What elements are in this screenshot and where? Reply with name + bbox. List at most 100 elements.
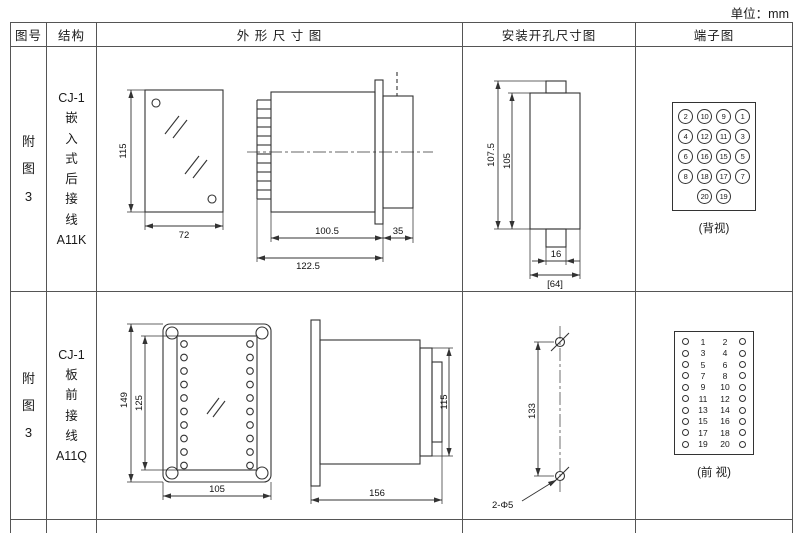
header-terminal: 端子图 [636, 23, 792, 47]
mounting-drawing-a11q: 133 2-Φ5 [492, 325, 570, 511]
cell-row2-terminal: 1 2 3 4 5 6 [636, 292, 792, 520]
outline-drawing-a11k: 115 72 100.5 122.5 35 [118, 72, 433, 272]
cell-stub-3 [97, 520, 463, 533]
dim-bezel-depth: 35 [392, 226, 403, 237]
terminal-circle: 2 [678, 109, 693, 124]
terminal-block-rear: 2 10 9 1 4 12 11 3 6 16 15 [672, 102, 756, 211]
terminal-number: 3 [700, 348, 706, 359]
fig-no-row2: 附 图 3 [21, 370, 35, 441]
terminal-ring-icon [739, 338, 746, 346]
dim-width: 105 [209, 484, 225, 495]
terminal-number: 5 [700, 359, 706, 370]
terminal-ring-icon [682, 338, 689, 346]
front-view [143, 89, 224, 213]
terminal-block-front: 1 2 3 4 5 6 [674, 331, 754, 455]
dimension-lines [494, 80, 581, 279]
terminal-ring-icon [682, 429, 689, 437]
dim-depth: 156 [369, 488, 385, 499]
cell-row2-fig-no: 附 图 3 [11, 292, 47, 520]
terminal-rear-view: 2 10 9 1 4 12 11 3 6 16 15 [672, 102, 756, 236]
terminal-circle: 11 [716, 129, 731, 144]
front-view [161, 322, 272, 483]
terminal-number: 18 [720, 427, 730, 438]
dim-total-width: [64] [547, 279, 563, 289]
terminal-ring-icon [682, 406, 689, 414]
terminal-row: 8 18 17 7 [678, 169, 750, 184]
terminal-pair-row: 15 16 [682, 416, 746, 427]
terminal-number: 14 [720, 405, 730, 416]
terminal-circle: 9 [716, 109, 731, 124]
terminal-circle: 7 [735, 169, 750, 184]
dim-outer-height: 107.5 [486, 143, 497, 167]
terminal-circle: 15 [716, 149, 731, 164]
terminal-circle: 8 [678, 169, 693, 184]
dim-side-height: 115 [439, 394, 450, 409]
dim-inner-height: 105 [502, 153, 513, 169]
terminal-circle: 20 [697, 189, 712, 204]
terminal-circle: 6 [678, 149, 693, 164]
outline-drawing-a11q: 149 125 105 156 115 [119, 318, 453, 504]
terminal-ring-icon [739, 372, 746, 380]
terminal-ring-icon [739, 395, 746, 403]
drawing-table: 图号 结构 外 形 尺 寸 图 安装开孔尺寸图 端子图 附 图 3 CJ-1 嵌… [10, 22, 793, 533]
terminal-number: 12 [720, 393, 730, 404]
terminal-pair-row: 7 8 [682, 370, 746, 381]
header-mounting: 安装开孔尺寸图 [463, 23, 636, 47]
cell-row2-mounting: 133 2-Φ5 [463, 292, 636, 520]
terminal-ring-icon [739, 440, 746, 448]
terminal-pair-row: 13 14 [682, 404, 746, 415]
terminal-number: 17 [698, 427, 708, 438]
terminal-ring-icon [682, 440, 689, 448]
terminal-number: 20 [720, 439, 730, 450]
terminal-pair-row: 3 4 [682, 347, 746, 358]
terminal-number: 16 [720, 416, 730, 427]
terminal-ring-icon [739, 429, 746, 437]
dim-front-width: 72 [178, 230, 189, 241]
cell-row1-fig-no: 附 图 3 [11, 47, 47, 292]
side-view [246, 72, 433, 225]
terminal-row: 4 12 11 3 [678, 129, 750, 144]
terminal-pair-row: 17 18 [682, 427, 746, 438]
cell-stub-5 [636, 520, 792, 533]
cell-row1-outline: 115 72 100.5 122.5 35 [97, 47, 463, 292]
unit-label: 单位：mm [730, 7, 789, 21]
terminal-number: 6 [722, 359, 728, 370]
dim-case-depth: 100.5 [315, 226, 339, 237]
dim-plate-height: 149 [119, 392, 130, 408]
terminal-number: 4 [722, 348, 728, 359]
terminal-circle: 3 [735, 129, 750, 144]
header-fig-no: 图号 [11, 23, 47, 47]
terminal-ring-icon [682, 361, 689, 369]
dim-hole-spacing: 133 [527, 403, 538, 419]
terminal-number: 15 [698, 416, 708, 427]
cutout-profile [529, 80, 581, 248]
cell-stub-2 [47, 520, 97, 533]
terminal-ring-icon [739, 417, 746, 425]
terminal-caption-front: (前 视) [697, 466, 731, 479]
cell-row1-mounting: 107.5 105 16 [64] [463, 47, 636, 292]
dimension-lines [521, 341, 557, 501]
terminal-pair-row: 9 10 [682, 382, 746, 393]
terminal-number: 13 [698, 405, 708, 416]
hole-marks [550, 325, 570, 492]
terminal-ring-icon [682, 383, 689, 391]
dim-slot-width: 16 [551, 249, 562, 260]
terminal-ring-icon [739, 361, 746, 369]
dim-front-height: 115 [118, 143, 129, 158]
fig-no-row1: 附 图 3 [21, 134, 35, 204]
dim-total-depth: 122.5 [296, 261, 320, 272]
terminal-pair-row: 1 2 [682, 336, 746, 347]
terminal-ring-icon [682, 372, 689, 380]
hole-note: 2-Φ5 [492, 500, 513, 511]
terminal-circle: 19 [716, 189, 731, 204]
terminal-ring-icon [682, 417, 689, 425]
cell-row1-structure: CJ-1 嵌 入 式 后 接 线 A11K [47, 47, 97, 292]
side-view [309, 318, 443, 487]
cell-stub-1 [11, 520, 47, 533]
terminal-circle: 18 [697, 169, 712, 184]
terminal-caption-rear: (背视) [698, 223, 730, 235]
cell-row1-terminal: 2 10 9 1 4 12 11 3 6 16 15 [636, 47, 792, 292]
terminal-ring-icon [739, 406, 746, 414]
terminal-ring-icon [682, 395, 689, 403]
mounting-drawing-a11k: 107.5 105 16 [64] [486, 80, 581, 289]
